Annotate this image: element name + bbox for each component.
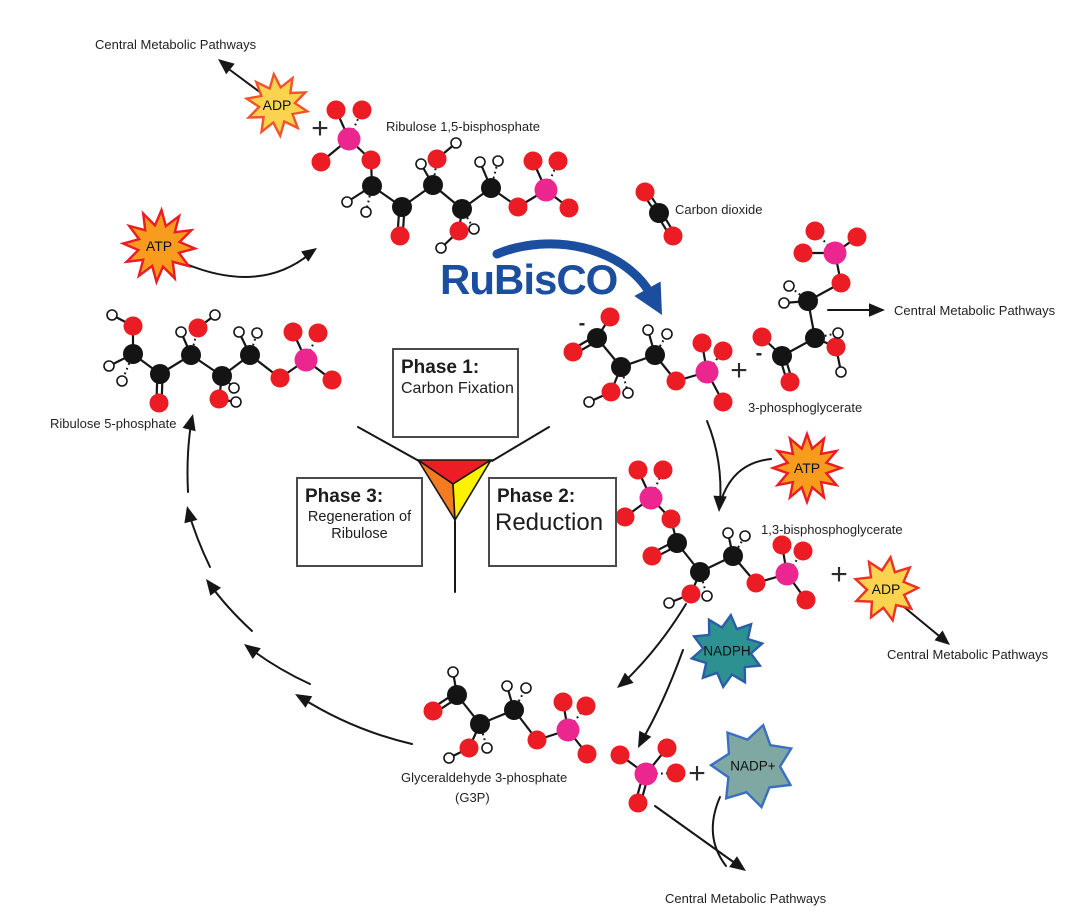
adp-right-label: ADP — [871, 581, 901, 597]
rubisco-arrow — [492, 239, 655, 298]
label-ribulose-5-phosphate: Ribulose 5-phosphate — [50, 416, 177, 431]
cycle-arc-3-head — [206, 579, 221, 596]
label-carbon-dioxide: Carbon dioxide — [675, 202, 763, 217]
phase3-box: Phase 3: Regeneration of Ribulose — [296, 477, 423, 567]
arrow-bpg-to-g3p-head — [617, 672, 634, 688]
molecule-ribulose-5-phosphate — [103, 309, 342, 413]
minus-charge-pg3-left: - — [578, 312, 586, 335]
molecule-free-phosphate — [610, 738, 686, 813]
label-central-metabolic-pathways-top: Central Metabolic Pathways — [95, 37, 257, 52]
triangle-yellow — [452, 459, 492, 523]
label-13-bisphosphoglycerate: 1,3-bisphosphoglycerate — [761, 522, 903, 537]
molecule-3pg-right — [752, 221, 867, 392]
molecule-13-bisphosphoglycerate — [615, 460, 816, 610]
atp-right-label: ATP — [793, 460, 821, 476]
molecule-g3p — [423, 666, 597, 764]
curve-atp-right — [720, 458, 772, 502]
cycle-arc-1 — [299, 696, 413, 745]
rubisco-arrow-head — [634, 281, 662, 315]
curve-nadp — [711, 796, 727, 867]
arrow-pi-to-cmp-bottom — [654, 805, 740, 867]
cycle-arc-4-head — [184, 506, 198, 524]
arrow-adp-to-cmp-mid-head — [934, 630, 950, 645]
nadph-star — [689, 612, 765, 690]
arrow-adp-to-cmp-mid — [903, 606, 945, 641]
plus-sign-bpg: + — [830, 558, 848, 591]
label-3-phosphoglycerate: 3-phosphoglycerate — [748, 400, 863, 415]
phase1-title: Phase 1: — [401, 357, 480, 378]
plus-sign-pg3: + — [730, 354, 748, 387]
atp_right-star — [769, 430, 845, 506]
nadp-star — [708, 723, 794, 810]
arrow-adp-to-cmp-top — [225, 66, 262, 94]
adp-top-label: ADP — [262, 97, 292, 113]
label-central-metabolic-pathways-mid: Central Metabolic Pathways — [887, 647, 1049, 662]
phase2-subtitle: Reduction — [495, 509, 604, 536]
molecule-3pg-left — [563, 307, 733, 412]
phase3-subtitle-line2: Ribulose — [331, 526, 388, 543]
phase1-subtitle: Carbon Fixation — [401, 380, 514, 397]
phase2-title: Phase 2: — [497, 486, 576, 507]
plus-sign-pi: + — [688, 757, 706, 790]
cycle-arc-5-head — [182, 414, 196, 432]
arrow-pg3-to-cmp-right-head — [869, 303, 885, 317]
minus-charge-pg3-right: - — [755, 342, 763, 365]
nadp-plus-label: NADP+ — [730, 758, 776, 774]
adp_right-star — [852, 554, 921, 624]
arrow-nadph-to-pi — [640, 649, 684, 743]
adp_top-star — [243, 70, 311, 140]
cycle-arc-1-head — [295, 694, 313, 708]
nadph-label: NADPH — [703, 643, 751, 659]
arrow-bpg-to-g3p — [622, 603, 687, 684]
label-central-metabolic-pathways-bottom: Central Metabolic Pathways — [665, 891, 827, 906]
label-ribulose-15-bisphosphate: Ribulose 1,5-bisphosphate — [386, 119, 540, 134]
phase3-title: Phase 3: — [305, 486, 384, 507]
atp_left-star — [119, 206, 199, 286]
atp-left-label: ATP — [145, 238, 173, 254]
arrow-atp-to-rubp — [185, 251, 313, 278]
phase2-box: Phase 2: Reduction — [488, 477, 617, 567]
label-g3p-line1: Glyceraldehyde 3-phosphate — [401, 770, 568, 785]
arrow-nadph-to-pi-head — [638, 730, 652, 748]
phase3-subtitle-line1: Regeneration of — [307, 509, 412, 525]
label-g3p-line2: (G3P) — [455, 790, 490, 805]
vline-right — [491, 426, 550, 462]
arrow-adp-to-cmp-top-head — [218, 59, 235, 75]
phase1-box: Phase 1: Carbon Fixation — [392, 348, 519, 438]
vline-left — [357, 426, 420, 462]
molecule-carbon-dioxide — [635, 182, 683, 246]
arrow-atp-to-rubp-head — [301, 248, 317, 262]
label-central-metabolic-pathways-right: Central Metabolic Pathways — [894, 303, 1056, 318]
arrow-pg3-to-bpg-head — [713, 495, 727, 512]
label-rubisco: RuBisCO — [440, 256, 618, 303]
cycle-arc-2-head — [244, 644, 261, 659]
arrow-pg3-to-bpg — [706, 420, 722, 505]
plus-sign-top: + — [311, 112, 329, 145]
molecule-ribulose-15-bisphosphate — [311, 100, 579, 254]
arrow-pi-to-cmp-bottom-head — [729, 856, 746, 871]
